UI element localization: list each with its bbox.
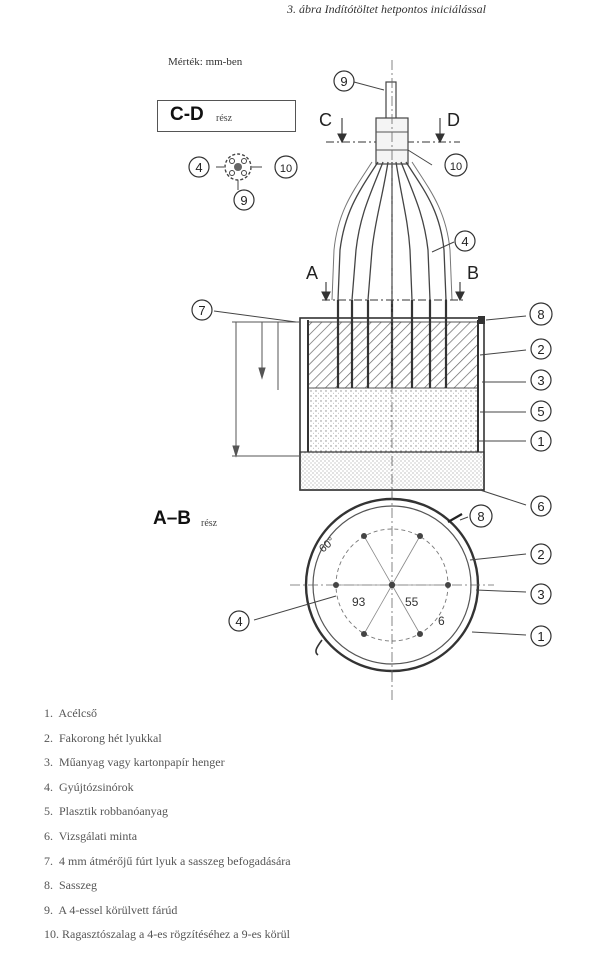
figure-caption: 3. ábra Indítótöltet hetpontos iniciálás… — [287, 2, 486, 17]
callout-4-plan: 4 — [235, 614, 242, 629]
legend-item: 5. Plasztik robbanóanyag — [44, 804, 168, 819]
callout-2-side: 2 — [537, 342, 544, 357]
section-cd-box: C-D rész — [157, 100, 296, 132]
callout-6: 6 — [537, 499, 544, 514]
charge-cylinder — [299, 300, 485, 491]
callout-4-top: 4 — [461, 234, 468, 249]
cut-mark-c: C — [319, 110, 332, 130]
dim-6: 6 — [438, 614, 445, 628]
callout-1-side: 1 — [537, 434, 544, 449]
plan-view-ab — [253, 490, 527, 680]
detonating-cords — [337, 161, 447, 301]
legend-item: 1. Acélcső — [44, 706, 97, 720]
callout-8-plan: 8 — [477, 509, 484, 524]
dim-93: 93 — [352, 595, 366, 609]
cd-cross-section — [216, 153, 262, 190]
section-cd-title: C-D — [170, 104, 204, 125]
figure-word: ábra — [299, 2, 322, 16]
figure-number: 3. — [287, 2, 296, 16]
callout-10-top: 10 — [450, 161, 462, 173]
leader-lines — [213, 81, 527, 506]
callout-9-top: 9 — [340, 74, 347, 89]
section-ab-title: A–B — [153, 508, 192, 529]
legend-item: 3. Műanyag vagy kartonpapír henger — [44, 755, 225, 770]
dimension-lines — [232, 321, 300, 458]
cut-mark-d: D — [447, 110, 460, 130]
callout-3-side: 3 — [537, 373, 544, 388]
callout-3-plan: 3 — [537, 587, 544, 602]
callout-10-cd: 10 — [280, 163, 292, 175]
legend-item: 6. Vizsgálati minta — [44, 828, 138, 843]
legend-item: 7. 4 mm átmérőjű fúrt lyuk a sasszeg bef… — [44, 853, 291, 868]
legend-item: 8. Sasszeg — [44, 878, 97, 893]
callout-5: 5 — [537, 404, 544, 419]
wooden-rod — [385, 81, 397, 123]
figure-title: Indítótöltet hetpontos iniciálással — [324, 2, 486, 16]
detonating-cords-outline — [331, 161, 453, 301]
technical-diagram: C D A B — [188, 60, 553, 700]
callout-2-plan: 2 — [537, 547, 544, 562]
section-cd-suffix: rész — [216, 113, 233, 124]
cut-mark-a: A — [306, 263, 318, 283]
legend-item: 9. A 4-essel körülvett fárúd — [44, 902, 178, 917]
legend-list: 1. Acélcső 2. Fakorong hét lyukkal 3. Mű… — [44, 706, 291, 952]
units-note: Mérték: mm-ben — [168, 56, 243, 68]
callout-1-plan: 1 — [537, 629, 544, 644]
legend-item: 10. Ragasztószalag a 4-es rögzítéséhez a… — [44, 927, 290, 942]
cut-mark-b: B — [467, 263, 479, 283]
callout-9-cd: 9 — [240, 193, 247, 208]
legend-item: 2. Fakorong hét lyukkal — [44, 730, 162, 745]
legend-item: 4. Gyújtózsinórok — [44, 779, 134, 794]
dim-55: 55 — [405, 595, 419, 609]
section-ab-suffix: rész — [201, 518, 218, 529]
callout-4-cd: 4 — [195, 160, 202, 175]
callout-8-side: 8 — [537, 307, 544, 322]
callout-7: 7 — [198, 303, 205, 318]
